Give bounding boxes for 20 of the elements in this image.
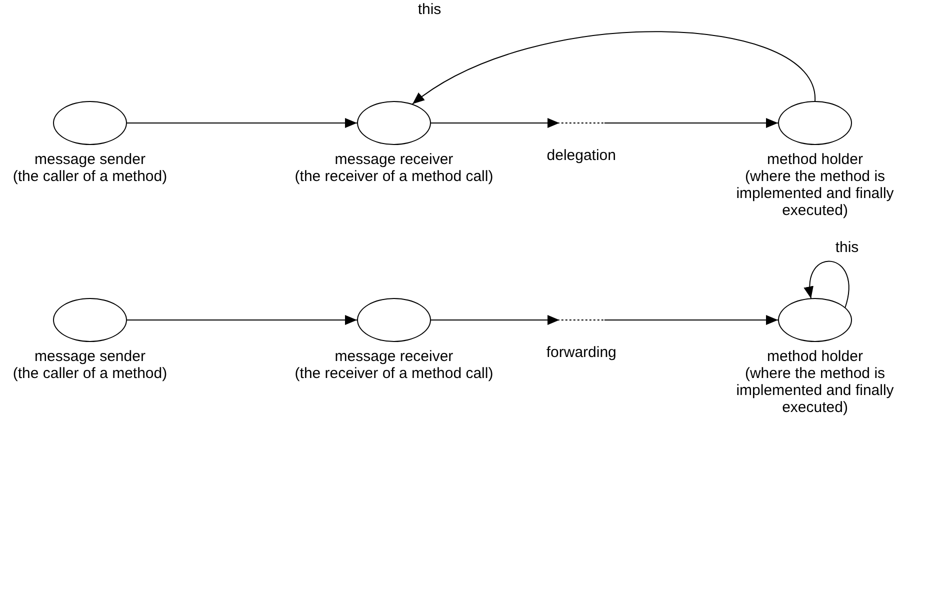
arrow [804,260,850,308]
edge-label: delegation [544,147,618,164]
node-caption: (the receiver of a method call) [294,365,494,382]
node-caption: (where the method is implemented and finally executed) [735,168,895,219]
arrow [430,315,778,325]
arrow [126,118,358,128]
arrow [126,315,358,325]
node-caption: (the receiver of a method call) [294,168,494,185]
node-caption: method holder [767,151,863,168]
node-caption: message sender [34,348,146,365]
edge-label: forwarding [544,344,618,361]
arrow [412,31,816,104]
node-caption: (the caller of a method) [12,168,168,185]
node-caption: method holder [767,348,863,365]
arrow [430,118,778,128]
node-caption: (where the method is implemented and finally executed) [735,365,895,416]
node-caption: (the caller of a method) [12,365,168,382]
node-caption: message receiver [334,151,454,168]
node-caption: message receiver [334,348,454,365]
node-caption: message sender [34,151,146,168]
